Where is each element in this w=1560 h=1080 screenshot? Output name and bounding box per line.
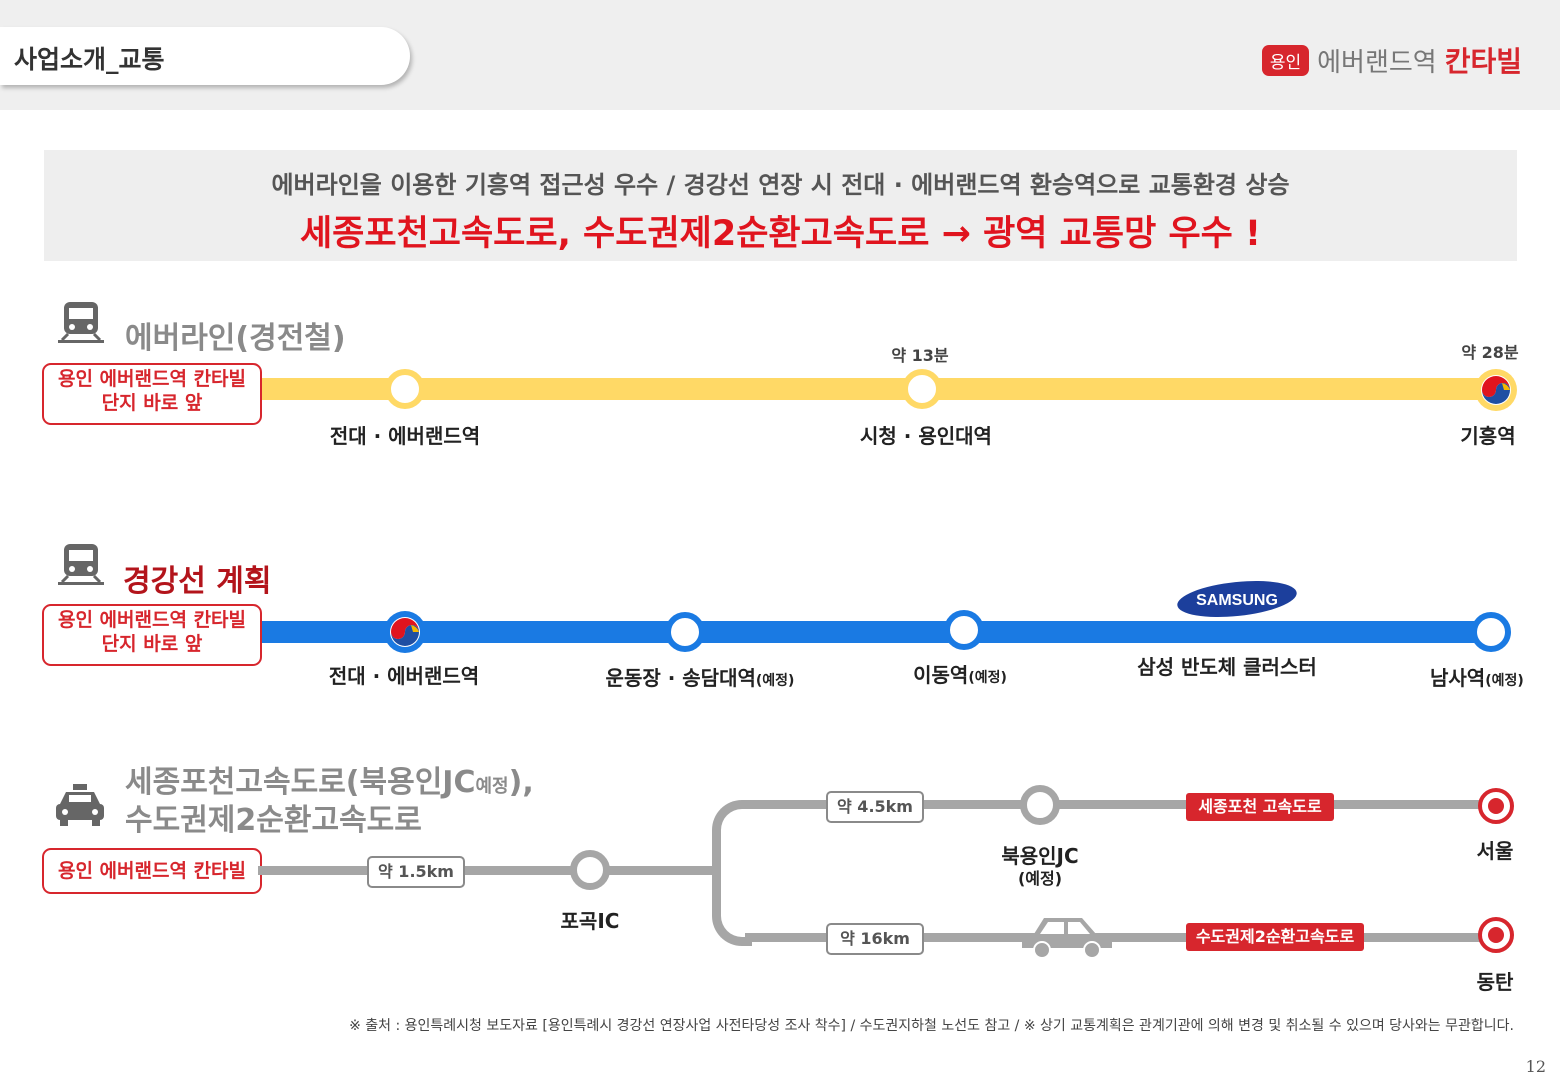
station-time: 약 13분	[891, 346, 949, 365]
origin-line1: 용인 에버랜드역 칸타빌	[57, 609, 247, 631]
ic-node	[570, 850, 610, 890]
station-label: 남사역(예정)	[1430, 666, 1524, 690]
everline-title: 에버라인(경전철)	[125, 321, 346, 356]
train-icon	[56, 300, 106, 350]
route-line-upper	[745, 800, 1490, 809]
taxi-icon	[54, 782, 106, 832]
station-label: 기흥역	[1460, 424, 1516, 448]
footnote: ※ 출처 : 용인특례시청 보도자료 [용인특례시 경강선 연장사업 사전타당성…	[349, 1018, 1514, 1034]
highway-title-line2: 수도권제2순환고속도로	[125, 803, 422, 838]
station-node	[1471, 612, 1511, 652]
logo-badge: 용인	[1261, 44, 1310, 76]
distance-badge: 약 16km	[826, 923, 924, 955]
highway-title-line1: 세종포천고속도로(북용인JC예정),	[125, 765, 534, 800]
destination-label: 서울	[1476, 839, 1514, 863]
taeguk-icon	[383, 610, 427, 658]
train-icon	[56, 542, 106, 592]
station-label: 시청 · 용인대역	[860, 424, 992, 448]
destination-marker	[1478, 788, 1514, 824]
page-number: 12	[1525, 1057, 1546, 1076]
station-node	[385, 369, 425, 409]
origin-line2: 단지 바로 앞	[101, 392, 203, 414]
destination-marker	[1478, 917, 1514, 953]
distance-badge: 약 4.5km	[826, 791, 924, 823]
station-label: 이동역(예정)	[913, 663, 1007, 687]
svg-text:SAMSUNG: SAMSUNG	[1196, 592, 1278, 609]
destination-label: 동탄	[1476, 970, 1514, 994]
distance-badge: 약 1.5km	[367, 856, 465, 888]
station-label: 전대 · 에버랜드역	[328, 664, 480, 688]
car-icon	[1020, 912, 1114, 964]
logo-main: 칸타빌	[1444, 45, 1522, 78]
samsung-logo: SAMSUNG	[1176, 578, 1298, 624]
gyeonggang-origin-box: 용인 에버랜드역 칸타빌 단지 바로 앞	[42, 604, 262, 666]
highway-origin-box: 용인 에버랜드역 칸타빌	[42, 848, 262, 894]
everline-line	[255, 378, 1505, 400]
route-line-lower	[745, 933, 1490, 942]
station-label: 삼성 반도체 클러스터	[1137, 655, 1317, 679]
station-time: 약 28분	[1461, 343, 1519, 362]
summary-line2: 세종포천고속도로, 수도권제2순환고속도로 → 광역 교통망 우수 !	[299, 214, 1262, 254]
section-tab	[0, 27, 410, 85]
station-node	[902, 369, 942, 409]
origin-line1: 용인 에버랜드역 칸타빌	[57, 368, 247, 390]
station-node	[665, 612, 705, 652]
jc-label: 북용인JC	[1001, 844, 1079, 868]
jc-note: (예정)	[1017, 869, 1063, 888]
section-title: 사업소개_교통	[14, 45, 165, 74]
taeguk-icon	[1474, 368, 1518, 416]
route-line	[258, 866, 718, 875]
logo-sub: 에버랜드역	[1317, 47, 1437, 78]
gyeonggang-line	[255, 621, 1505, 643]
everline-origin-box: 용인 에버랜드역 칸타빌 단지 바로 앞	[42, 363, 262, 425]
gyeonggang-title: 경강선 계획	[123, 564, 272, 599]
jc-node	[1020, 785, 1060, 825]
station-node	[944, 610, 984, 650]
origin-line2: 단지 바로 앞	[101, 633, 203, 655]
brand-logo: 용인 에버랜드역 칸타빌	[1261, 40, 1522, 80]
ic-label: 포곡IC	[560, 909, 620, 933]
highway-badge: 수도권제2순환고속도로	[1186, 923, 1364, 951]
summary-box	[44, 150, 1517, 261]
station-label: 전대 · 에버랜드역	[329, 424, 481, 448]
summary-line1: 에버라인을 이용한 기흥역 접근성 우수 / 경강선 연장 시 전대 · 에버랜…	[271, 171, 1290, 199]
route-fork	[712, 800, 752, 946]
station-label: 운동장 · 송담대역(예정)	[605, 666, 795, 690]
highway-badge: 세종포천 고속도로	[1186, 793, 1334, 821]
